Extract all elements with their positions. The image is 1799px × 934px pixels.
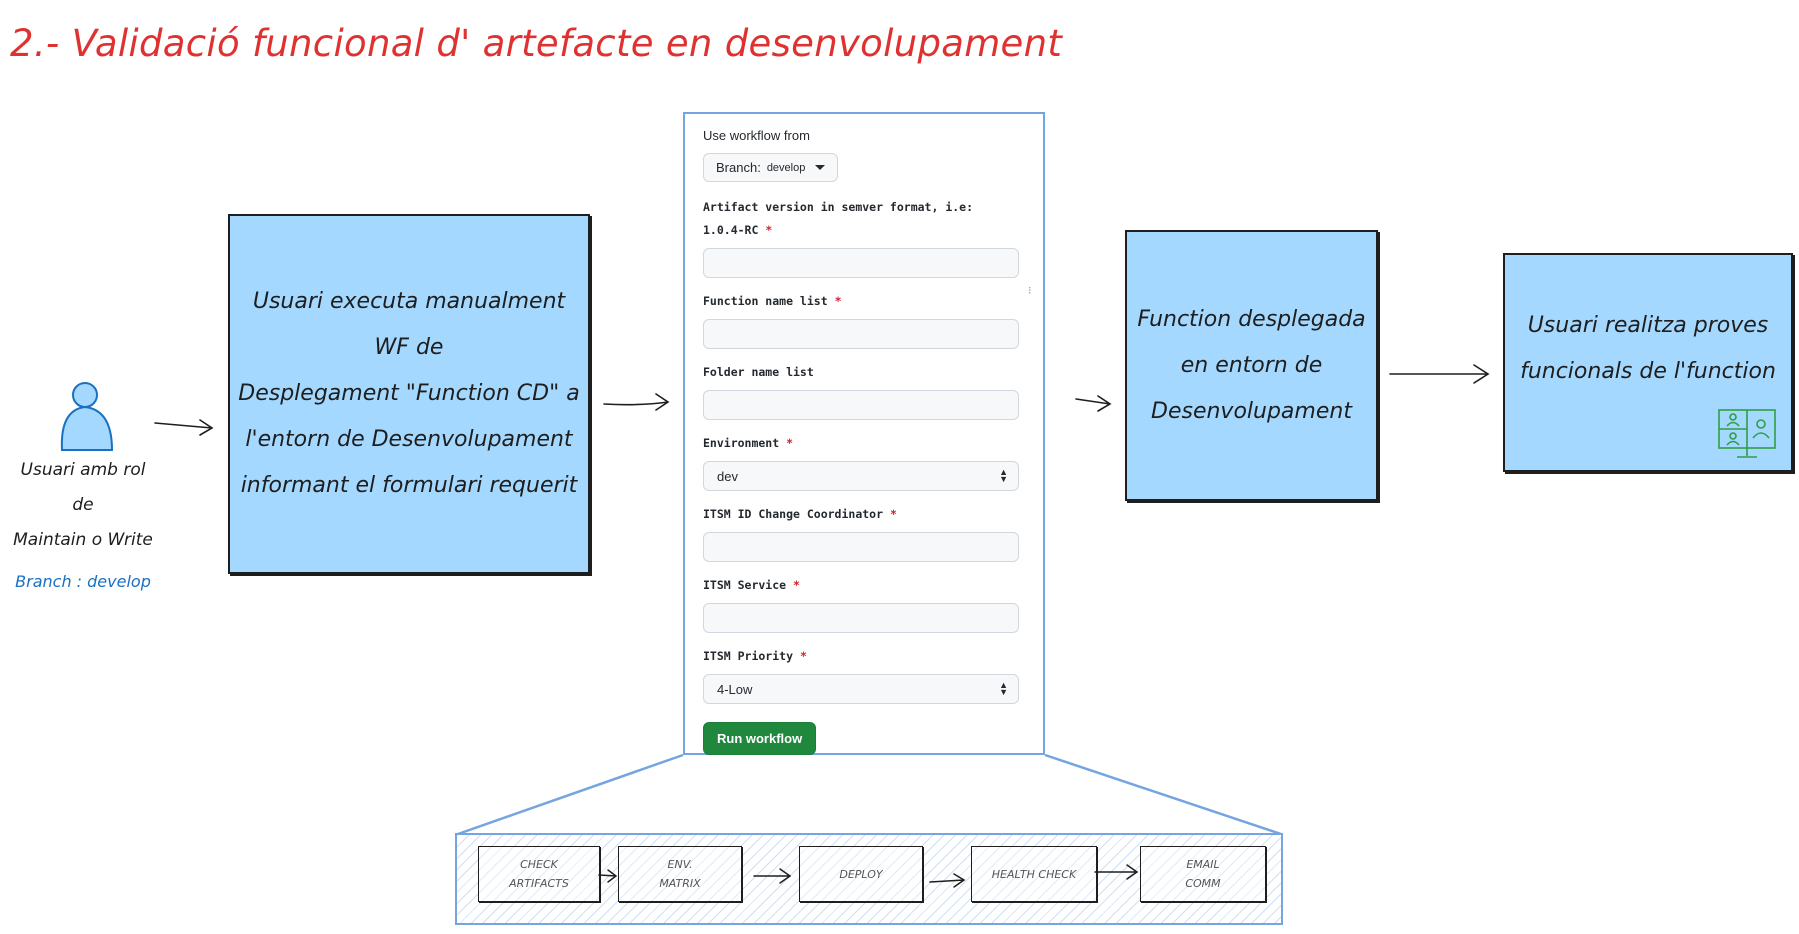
user-icon [60, 382, 114, 451]
required-marker: * [834, 294, 842, 308]
step-manual-execution: Usuari executa manualment WF de Desplega… [228, 214, 590, 574]
environment-value: dev [717, 468, 738, 484]
pipeline-arrow [753, 868, 792, 884]
folder-name-input[interactable] [703, 390, 1019, 420]
step-label: ARTIFACTS [509, 877, 569, 890]
step-functional-testing: Usuari realitza proves funcionals de l'f… [1503, 253, 1793, 472]
pipeline-step-env-matrix: ENV. MATRIX [618, 846, 742, 902]
label-text: Artifact version in semver format, i.e: [703, 200, 974, 214]
zoom-line-right [1044, 753, 1282, 836]
field-label-itsm-priority: ITSM Priority * [703, 645, 1025, 668]
required-marker: * [786, 436, 794, 450]
resize-handle: ⁝ [1028, 284, 1032, 297]
label-text: Environment [703, 436, 780, 450]
itsm-priority-select[interactable]: 4-Low ▲▼ [703, 674, 1019, 704]
step-label: HEALTH CHECK [991, 867, 1077, 881]
artifact-version-input[interactable] [703, 248, 1019, 278]
required-marker: * [793, 578, 800, 592]
required-marker: * [765, 223, 773, 237]
run-workflow-button[interactable]: Run workflow [703, 722, 817, 755]
box1-line: informant el formulari requerit [240, 473, 578, 498]
step-function-deployed: Function desplegada en entorn de Desenvo… [1125, 230, 1378, 501]
step-label: DEPLOY [839, 867, 883, 881]
step-label: EMAIL [1186, 858, 1220, 871]
label-text: Function name list [703, 294, 828, 308]
field-label-function-name: Function name list * [703, 290, 1025, 313]
branch-selector-button[interactable]: Branch: develop [703, 153, 839, 182]
select-arrows-icon: ▲▼ [999, 467, 1008, 484]
itsm-change-coordinator-input[interactable] [703, 532, 1019, 562]
branch-prefix: Branch: [716, 160, 761, 175]
label-text: ITSM Service [703, 578, 787, 592]
select-arrows-icon: ▲▼ [999, 680, 1008, 697]
arrow-actor-to-box1 [154, 419, 214, 436]
caret-down-icon [815, 165, 826, 170]
step-label: ENV. [667, 858, 693, 871]
priority-value: 4-Low [717, 681, 753, 697]
diagram-title: 2.- Validació funcional d' artefacte en … [10, 22, 1063, 65]
field-label-artifact-version: Artifact version in semver format, i.e: … [703, 196, 1025, 242]
required-marker: * [799, 649, 807, 663]
field-label-itsm-service: ITSM Service * [703, 574, 1025, 597]
box1-line: Desplegament "Function CD" a [238, 381, 580, 406]
pipeline-step-deploy: DEPLOY [799, 846, 923, 902]
pipeline-step-health-check: HEALTH CHECK [971, 846, 1097, 902]
pipeline-arrow [1094, 864, 1139, 880]
box2-line: Desenvolupament [1151, 398, 1352, 424]
step-label: CHECK [520, 858, 558, 871]
box2-line: en entorn de [1180, 352, 1323, 378]
box3-line: funcionals de l'function [1520, 359, 1776, 384]
box1-line: l'entorn de Desenvolupament [245, 427, 573, 452]
pipeline-arrow [929, 873, 966, 888]
pipeline-step-email-comm: EMAIL COMM [1140, 846, 1266, 902]
label-text: Folder name list [703, 365, 814, 379]
arrow-box2-to-box3 [1389, 364, 1490, 384]
itsm-service-input[interactable] [703, 603, 1019, 633]
step-label: COMM [1185, 877, 1221, 890]
field-label-environment: Environment * [703, 432, 1025, 455]
arrow-box1-to-form [603, 393, 670, 411]
use-workflow-label: Use workflow from [703, 128, 810, 143]
branch-name: develop [766, 161, 806, 174]
box2-line: Function desplegada [1137, 306, 1366, 332]
field-label-folder-name: Folder name list [703, 361, 1025, 384]
required-marker: * [889, 507, 897, 521]
actor-role-line1: Usuari amb rol de [20, 460, 146, 515]
pipeline-arrow [598, 869, 618, 883]
field-label-itsm-change-coordinator: ITSM ID Change Coordinator * [703, 503, 1025, 526]
box3-line: Usuari realitza proves [1527, 313, 1769, 338]
actor-branch: Branch : develop [15, 572, 151, 591]
zoom-line-left [457, 753, 684, 836]
function-name-input[interactable] [703, 319, 1019, 349]
label-text: ITSM Priority [703, 649, 794, 663]
actor-label: Usuari amb rol de Maintain o Write Branc… [8, 453, 158, 599]
environment-select[interactable]: dev ▲▼ [703, 461, 1019, 491]
pipeline-step-check-artifacts: CHECK ARTIFACTS [478, 846, 600, 902]
pipeline-zoom-panel [455, 833, 1283, 925]
workflow-dispatch-form: Use workflow from Branch: develop Artifa… [683, 112, 1045, 755]
step-label: MATRIX [659, 877, 701, 890]
arrow-form-to-box2 [1075, 395, 1112, 412]
box1-line: Usuari executa manualment WF de [252, 289, 566, 360]
label-text: 1.0.4-RC [703, 223, 759, 237]
video-meeting-icon [1718, 409, 1776, 458]
label-text: ITSM ID Change Coordinator [703, 507, 884, 521]
actor-role-line2: Maintain o Write [13, 530, 153, 550]
